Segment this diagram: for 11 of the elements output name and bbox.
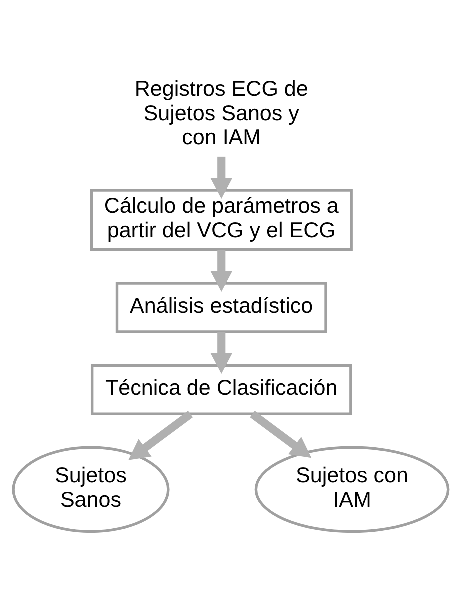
arrow bbox=[210, 156, 233, 200]
node-box: Análisis estadístico bbox=[116, 282, 328, 334]
node-text: Registros ECG de Sujetos Sanos y con IAM bbox=[134, 77, 308, 150]
node-box: Cálculo de parámetros a partir del VCG y el ECG bbox=[90, 189, 353, 252]
arrow bbox=[128, 411, 194, 460]
arrow bbox=[210, 332, 233, 374]
node-box: Técnica de Clasificación bbox=[90, 364, 352, 416]
arrow bbox=[210, 250, 233, 292]
arrow bbox=[250, 411, 312, 458]
node-ellipse: Sujetos con IAM bbox=[254, 446, 450, 534]
node-ellipse: Sujetos Sanos bbox=[12, 446, 170, 534]
